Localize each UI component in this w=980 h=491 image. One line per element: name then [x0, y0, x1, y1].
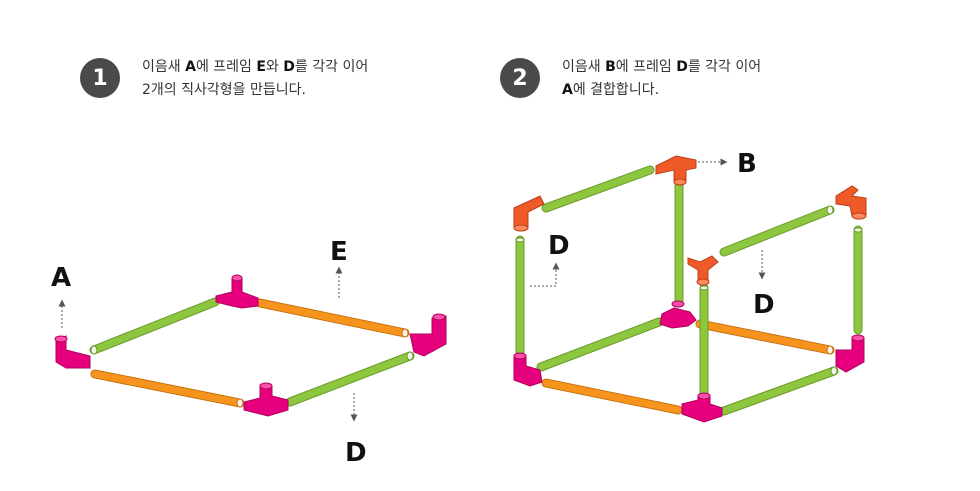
label-e: E — [330, 237, 348, 267]
joint-a — [659, 300, 697, 329]
step-1-line-2: 2개의 직사각형을 만듭니다. — [142, 79, 368, 102]
text-part: 를 각각 이어 — [294, 59, 369, 75]
step-2-number: 2 — [500, 58, 540, 98]
text-part: 를 각각 이어 — [687, 59, 762, 75]
frame-e — [90, 369, 245, 408]
step-2-line-1: 이음새 B에 프레임 D를 각각 이어 — [562, 56, 761, 79]
step-1-diagram: A E D — [51, 237, 447, 468]
text-part: 이음새 — [562, 59, 606, 75]
joint-a — [409, 313, 447, 357]
label-b: B — [737, 149, 757, 179]
label-a: A — [51, 263, 71, 293]
text-part: 2개의 직사각형을 만듭니다. — [142, 82, 306, 98]
joint-b — [655, 155, 697, 186]
frame-d — [719, 366, 839, 416]
joint-b — [513, 195, 545, 232]
joint-a — [835, 334, 865, 373]
frame-d-ref: D — [283, 59, 295, 75]
step-1-line-1: 이음새 A에 프레임 E와 D를 각각 이어 — [142, 56, 368, 79]
step-1-number: 1 — [80, 58, 120, 98]
label-d: D — [753, 290, 775, 320]
frame-d — [515, 235, 525, 357]
step-2-text: 이음새 B에 프레임 D를 각각 이어 A에 결합합니다. — [562, 56, 761, 102]
joint-b — [687, 255, 719, 286]
frame-d — [536, 317, 664, 372]
text-part: 에 프레임 — [615, 59, 677, 75]
frame-d — [89, 297, 220, 355]
joint-b — [835, 185, 867, 220]
joint-a-ref: A — [562, 82, 573, 98]
step-1-text: 이음새 A에 프레임 E와 D를 각각 이어 2개의 직사각형을 만듭니다. — [142, 56, 368, 102]
step-2: 2 이음새 B에 프레임 D를 각각 이어 A에 결합합니다. — [500, 56, 761, 102]
step-2-line-2: A에 결합합니다. — [562, 79, 761, 102]
text-part: 이음새 — [142, 59, 186, 75]
frame-d — [541, 165, 655, 213]
frame-d-ref: D — [676, 59, 688, 75]
step-1: 1 이음새 A에 프레임 E와 D를 각각 이어 2개의 직사각형을 만듭니다. — [80, 56, 368, 102]
joint-a — [54, 335, 91, 369]
frame-d — [719, 205, 835, 257]
joint-a — [215, 274, 259, 309]
joint-a — [681, 392, 723, 423]
joint-a-ref: A — [185, 59, 196, 75]
step-2-diagram: B D D — [513, 149, 867, 423]
joint-b-ref: B — [605, 59, 616, 75]
frame-e — [695, 319, 835, 355]
joint-a — [243, 382, 289, 417]
frame-e — [541, 378, 683, 415]
frame-e-ref: E — [256, 59, 266, 75]
frame-e — [255, 298, 410, 338]
frame-d — [699, 283, 709, 400]
text-part: 에 프레임 — [195, 59, 257, 75]
label-d: D — [345, 438, 367, 468]
text-part: 에 결합합니다. — [572, 82, 660, 98]
text-part: 와 — [265, 59, 284, 75]
frame-d — [853, 225, 863, 335]
label-d: D — [548, 231, 570, 261]
frame-d — [285, 351, 415, 407]
joint-a — [513, 352, 543, 387]
